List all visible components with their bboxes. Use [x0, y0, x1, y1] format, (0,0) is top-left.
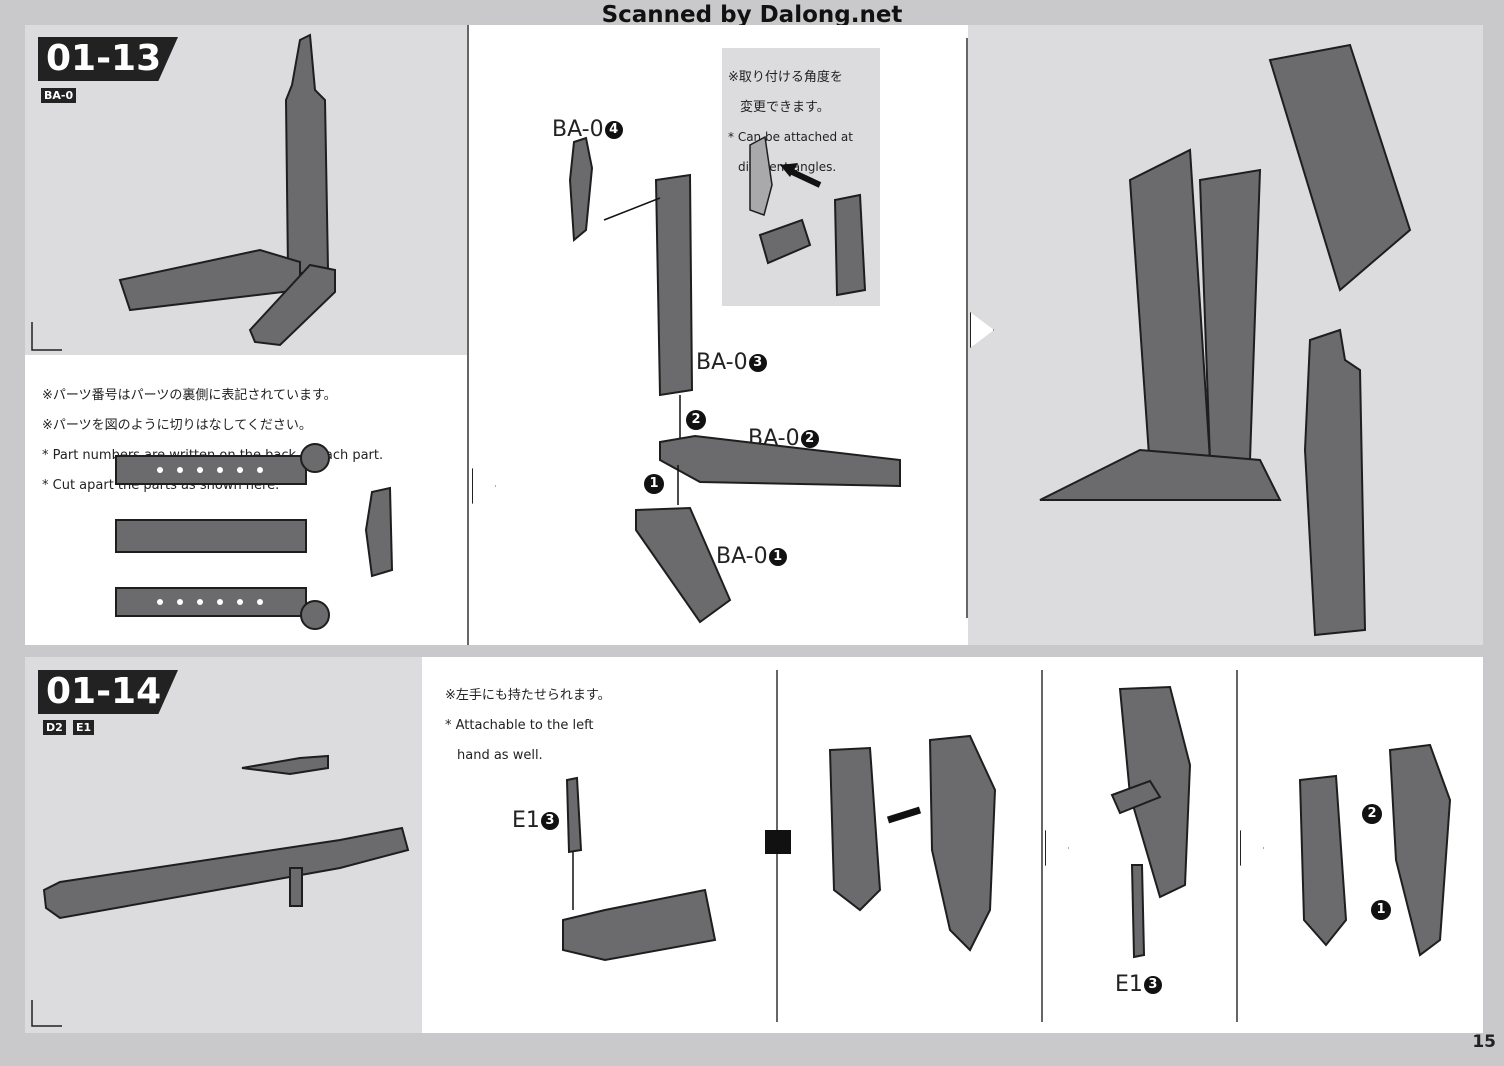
- step-14-note: ※左手にも持たせられます。 * Attachable to the left h…: [445, 673, 611, 778]
- order-step-14-2: 2: [1362, 804, 1382, 824]
- step-13-number: 01-13: [38, 37, 178, 81]
- leg-shield-final-illustration: [1298, 743, 1452, 957]
- divider-13-b: [966, 38, 968, 618]
- ba0-assembly-illustration: [568, 136, 901, 624]
- angle-note-jp-2: 変更できます。: [740, 100, 830, 115]
- assembled-stand-illustration: [118, 33, 336, 347]
- label-e13b-text: E1: [1115, 972, 1143, 997]
- divider-14-c: [1236, 670, 1238, 1022]
- step-13-part-tag: BA-0: [41, 88, 77, 103]
- label-ba03-num: 3: [748, 354, 767, 372]
- label-ba02-num: 2: [800, 430, 819, 448]
- step-14-note-en-2: hand as well.: [457, 748, 543, 763]
- leg-shield-step-1: [828, 734, 997, 952]
- knife-and-rifle-illustration: [42, 754, 410, 920]
- step-14-part-tag-e1: E1: [73, 720, 95, 735]
- note-jp-2: ※パーツを図のように切りはなしてください。: [42, 418, 312, 433]
- watermark: Scanned by Dalong.net: [601, 2, 903, 28]
- order-step-2: 2: [686, 410, 706, 430]
- label-e13-text: E1: [512, 808, 540, 833]
- label-ba04-num: 4: [604, 121, 623, 139]
- shield-knife-insert-illustration: [1110, 685, 1192, 959]
- label-ba04-text: BA-0: [552, 117, 604, 142]
- step-14-note-en-1: * Attachable to the left: [445, 718, 594, 733]
- label-ba03-text: BA-0: [696, 350, 748, 375]
- robot-on-stand-illustration: [1039, 43, 1412, 637]
- angle-note-jp-1: ※取り付ける角度を: [728, 70, 843, 85]
- flip-icon: [765, 830, 791, 854]
- divider-14-b: [1041, 670, 1043, 1022]
- angle-note-en-1: * Can be attached at: [728, 130, 853, 144]
- label-ba01-text: BA-0: [716, 544, 768, 569]
- step-14-note-jp: ※左手にも持たせられます。: [445, 688, 611, 703]
- page-number: 15: [1472, 1032, 1496, 1052]
- step-14-number: 01-14: [38, 670, 178, 714]
- divider-13-a: [467, 25, 469, 645]
- order-step-1: 1: [644, 474, 664, 494]
- angle-callout-illustration: [749, 135, 867, 297]
- corner-mark-13: [31, 322, 62, 351]
- step-13-notes: ※パーツ番号はパーツの裏側に表記されています。 ※パーツを図のように切りはなして…: [42, 373, 383, 508]
- order-step-14-1: 1: [1371, 900, 1391, 920]
- step-14-part-tag-d2: D2: [43, 720, 66, 735]
- parts-runner-illustration: [115, 443, 394, 630]
- corner-mark-14: [31, 1000, 62, 1027]
- label-e13b-num: 3: [1143, 976, 1162, 994]
- label-ba01-num: 1: [768, 548, 787, 566]
- note-jp-1: ※パーツ番号はパーツの裏側に表記されています。: [42, 388, 337, 403]
- hand-knife-illustration: [562, 776, 717, 962]
- label-e13-num: 3: [540, 812, 559, 830]
